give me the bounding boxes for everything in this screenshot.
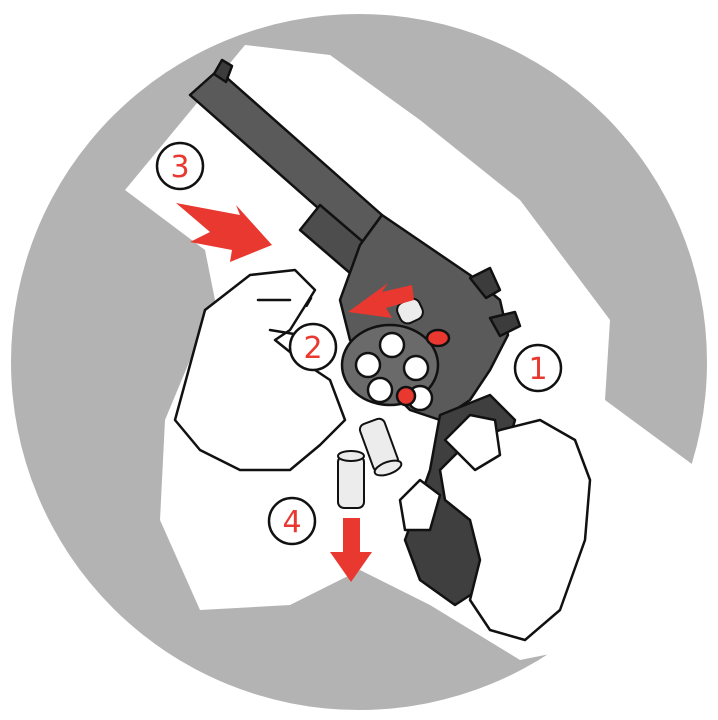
step-4-label: 4: [282, 505, 301, 540]
falling-cartridge-2-top: [338, 451, 364, 461]
chamber-3: [404, 356, 428, 380]
step-1-badge: 1: [515, 345, 561, 391]
ejector-star: [397, 387, 415, 405]
step-3-label: 3: [170, 150, 189, 185]
step-1-label: 1: [528, 352, 547, 387]
step-3-badge: 3: [157, 143, 203, 189]
step-2-badge: 2: [290, 324, 336, 370]
falling-cartridge-2: [338, 456, 364, 508]
chamber-2: [380, 333, 404, 357]
chamber-1: [356, 353, 380, 377]
step-2-label: 2: [303, 331, 322, 366]
chamber-4: [368, 378, 392, 402]
cylinder-release-latch: [427, 330, 449, 346]
step-4-badge: 4: [269, 498, 315, 544]
